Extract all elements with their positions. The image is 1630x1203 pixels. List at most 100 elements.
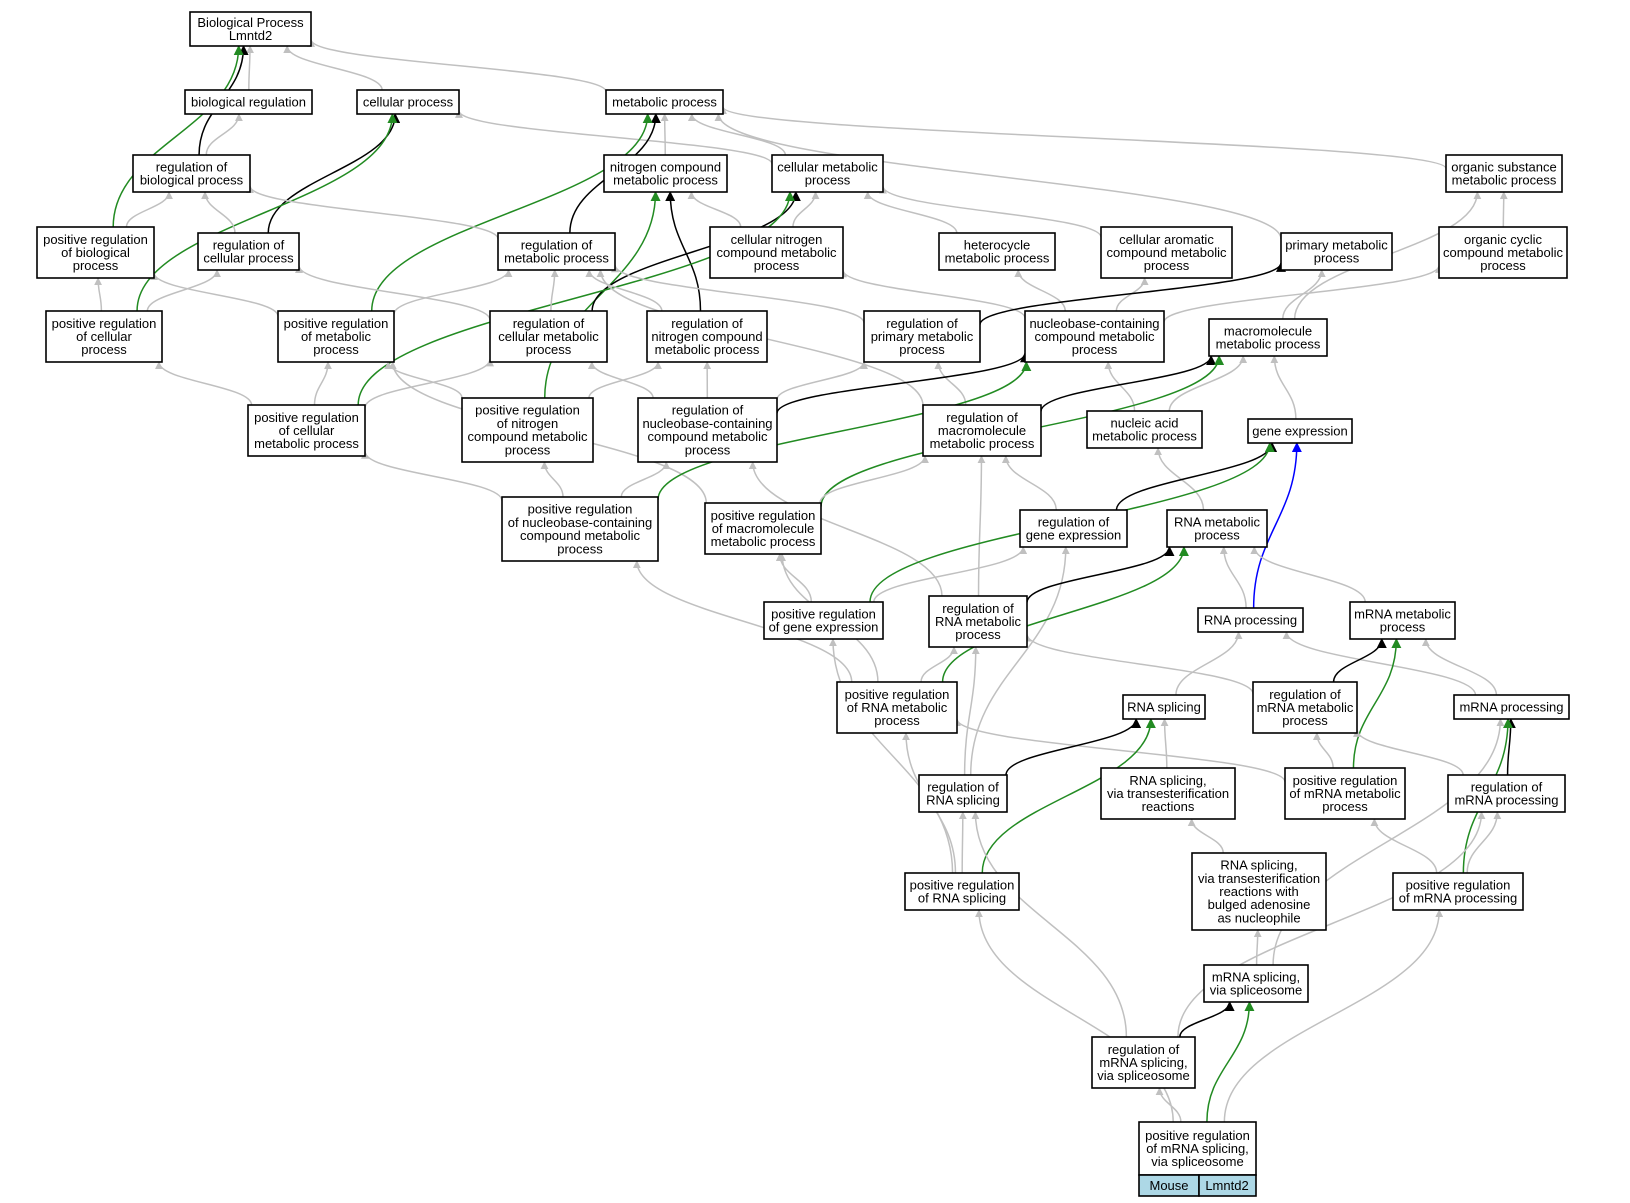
node-label-line: of mRNA metabolic: [1289, 786, 1401, 801]
edge-positively-regulates: [657, 361, 1032, 500]
node-label-line: positive regulation: [475, 403, 580, 418]
edge-is-a: [828, 638, 954, 874]
edge-is-a: [246, 45, 255, 91]
edge-is-a: [384, 361, 463, 399]
node-label-line: via transesterification: [1107, 786, 1229, 801]
node-label-line: via spliceosome: [1151, 1154, 1244, 1169]
node-label-line: compound metabolic: [468, 429, 588, 444]
node-label-line: regulation of: [513, 316, 585, 331]
edge-is-a: [1353, 728, 1464, 776]
edge-is-a: [1175, 631, 1243, 696]
node-label-line: process: [1322, 799, 1368, 814]
node-label-line: macromolecule: [1224, 323, 1312, 338]
edge-is-a: [1014, 269, 1066, 312]
node-label-line: positive regulation: [284, 316, 389, 331]
edge-is-a: [1155, 1087, 1182, 1123]
node-label-line: positive regulation: [910, 877, 1015, 892]
node-rnasplice: RNA splicing: [1122, 694, 1206, 720]
node-box: [938, 232, 1056, 271]
node-label-line: RNA splicing: [926, 793, 1000, 808]
edge-is-a: [1160, 718, 1169, 769]
node-label-line: regulation of: [1471, 779, 1543, 794]
node-label-line: positive regulation: [711, 508, 816, 523]
node-box: [1438, 226, 1568, 279]
node-label-line: positive regulation: [254, 410, 359, 425]
node-label-line: regulation of: [156, 159, 228, 174]
node-box: [1247, 418, 1353, 444]
edge-is-a: [687, 113, 787, 156]
node-label-line: metabolic process: [655, 342, 760, 357]
node-label-line: gene expression: [1252, 424, 1347, 439]
node-label-line: metabolic process: [711, 534, 816, 549]
node-regnucbase: regulation ofnucleobase-containingcompou…: [637, 397, 778, 463]
edge-is-a: [819, 455, 929, 504]
node-box: [1197, 607, 1304, 633]
edge-is-a: [313, 361, 332, 406]
edge-is-a: [364, 358, 494, 409]
node-label-line: RNA metabolic: [1174, 514, 1260, 529]
node-box: [1191, 852, 1327, 931]
edge-is-a: [839, 269, 1026, 319]
edge-is-a: [455, 109, 773, 165]
node-box: [1091, 1036, 1196, 1089]
edge-part-of: [1252, 442, 1302, 609]
node-label-line: RNA processing: [1204, 613, 1297, 628]
node-label-line: RNA metabolic: [935, 614, 1021, 629]
node-label-line: process: [81, 342, 127, 357]
node-label-line: process: [1282, 713, 1328, 728]
node-label-line: positive regulation: [1293, 773, 1398, 788]
edge-is-a: [540, 461, 564, 498]
node-label-line: process: [1480, 258, 1526, 273]
edge-is-a: [1250, 546, 1366, 603]
edge-is-a: [1281, 269, 1326, 320]
node-label-line: regulation of: [521, 237, 593, 252]
node-label-line: compound metabolic: [717, 245, 837, 260]
edge-positively-regulates: [112, 45, 244, 228]
node-label-line: compound metabolic: [1107, 245, 1227, 260]
node-label-line: of biological: [61, 245, 130, 260]
node-label-line: regulation of: [213, 237, 285, 252]
gene-label: Lmntd2: [1205, 1178, 1248, 1193]
node-box: [1280, 232, 1393, 271]
edge-is-a: [879, 185, 1102, 238]
node-label-line: regulation of: [671, 316, 743, 331]
edge-is-a: [958, 811, 967, 874]
node-label-line: metabolic process: [930, 436, 1035, 451]
node-box: [704, 502, 822, 555]
node-box: [603, 154, 728, 193]
node-label-line: positive regulation: [528, 502, 633, 517]
node-box: [1203, 964, 1309, 1003]
node-box: [1100, 226, 1233, 279]
edge-is-a: [550, 269, 559, 312]
edge-is-a: [585, 269, 663, 312]
node-box: [1252, 681, 1358, 734]
edge-is-a: [94, 277, 103, 312]
node-label-line: primary metabolic: [1285, 237, 1388, 252]
edge-is-a: [792, 191, 820, 228]
node-box: [1019, 509, 1128, 548]
node-label-line: of RNA metabolic: [847, 700, 948, 715]
edge-is-a: [873, 546, 1028, 603]
node-label-line: of nitrogen: [497, 416, 558, 431]
node-label-line: compound metabolic: [1035, 329, 1155, 344]
node-label-line: regulation of: [1038, 514, 1110, 529]
node-label-line: positive regulation: [43, 232, 148, 247]
edge-is-a: [1177, 811, 1486, 1038]
node-label-line: cellular process: [203, 251, 294, 266]
node-label-line: positive regulation: [1406, 877, 1511, 892]
edge-is-a: [246, 185, 499, 240]
edge-positively-regulates: [941, 546, 1189, 683]
edge-is-a: [393, 269, 513, 315]
node-label-line: of nucleobase-containing: [508, 515, 653, 530]
species-label: Mouse: [1149, 1178, 1188, 1193]
